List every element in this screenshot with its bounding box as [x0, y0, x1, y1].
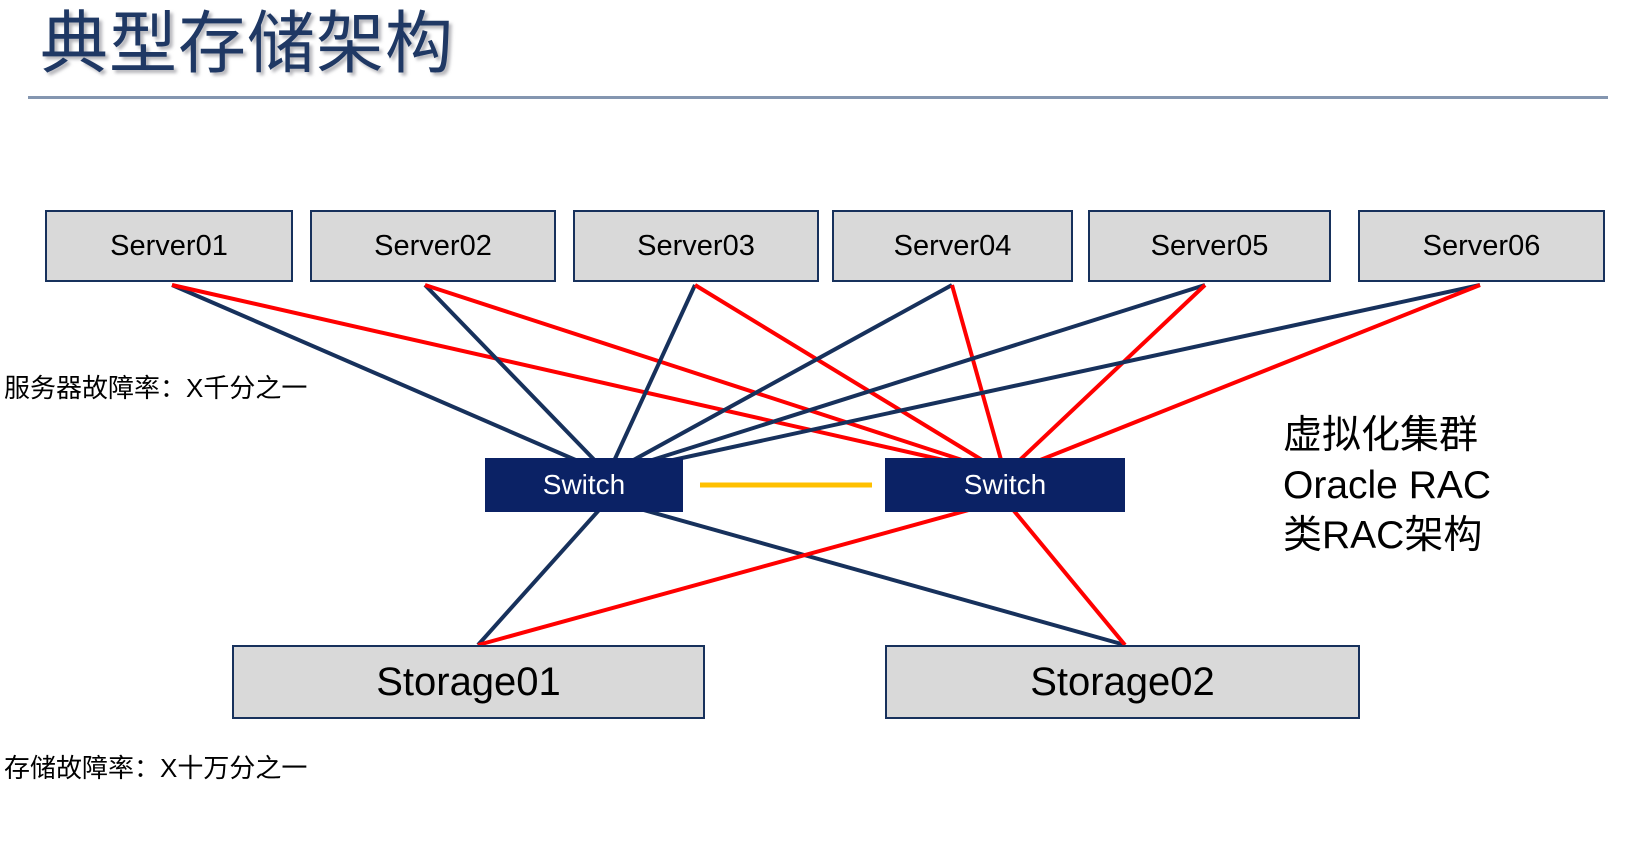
node-label: Server02 [374, 229, 492, 262]
edge-server03-to-switch01 [606, 284, 697, 475]
node-label: Storage02 [1030, 659, 1215, 704]
cluster-note: 虚拟化集群 Oracle RAC 类RAC架构 [1283, 411, 1491, 561]
edge-switch02-to-storage01 [477, 498, 1006, 647]
edge-server05-to-switch02 [1003, 283, 1207, 476]
node-server01[interactable]: Server01 [45, 210, 293, 282]
node-label: Switch [542, 469, 626, 500]
node-label: Server06 [1422, 229, 1541, 262]
edge-group [171, 283, 1481, 647]
storage-failure-rate-note: 存储故障率：X十万分之一 [4, 753, 308, 783]
title-divider [28, 96, 1608, 99]
edge-switch01-to-storage02 [607, 498, 1126, 647]
node-label: Storage01 [376, 659, 561, 704]
edge-server02-to-switch01 [423, 283, 610, 476]
cluster-note-line-2: Oracle RAC [1283, 464, 1492, 507]
cluster-note-line-1: 虚拟化集群 [1283, 414, 1479, 457]
node-label: Switch [963, 469, 1047, 500]
edge-server02-to-switch02 [424, 283, 1006, 476]
page-title: 典型存储架构 [40, 6, 455, 82]
node-server06[interactable]: Server06 [1358, 210, 1605, 282]
edge-server06-to-switch01 [607, 283, 1481, 476]
node-storage01[interactable]: Storage01 [232, 645, 705, 719]
edge-server05-to-switch01 [607, 283, 1206, 476]
node-server04[interactable]: Server04 [832, 210, 1073, 282]
edge-switch02-to-storage02 [1003, 498, 1127, 647]
edge-server04-to-switch02 [950, 284, 1007, 475]
node-label: Server03 [637, 229, 755, 262]
node-server03[interactable]: Server03 [573, 210, 819, 282]
edge-switch01-to-storage01 [476, 498, 610, 647]
node-label: Server04 [893, 229, 1012, 262]
node-switch-right[interactable]: Switch [885, 458, 1125, 512]
server-failure-rate-note: 服务器故障率：X千分之一 [4, 373, 308, 403]
edge-server01-to-switch02 [171, 283, 1006, 476]
node-storage02[interactable]: Storage02 [885, 645, 1360, 719]
edge-server03-to-switch02 [693, 283, 1007, 476]
edge-server06-to-switch02 [1004, 283, 1481, 476]
node-server05[interactable]: Server05 [1088, 210, 1331, 282]
cluster-note-line-3: 类RAC架构 [1283, 514, 1483, 557]
node-label: Server05 [1150, 229, 1269, 262]
edge-server01-to-switch01 [171, 283, 609, 476]
node-switch-left[interactable]: Switch [485, 458, 683, 512]
edge-server04-to-switch01 [607, 283, 953, 476]
node-server02[interactable]: Server02 [310, 210, 556, 282]
node-label: Server01 [110, 229, 228, 262]
